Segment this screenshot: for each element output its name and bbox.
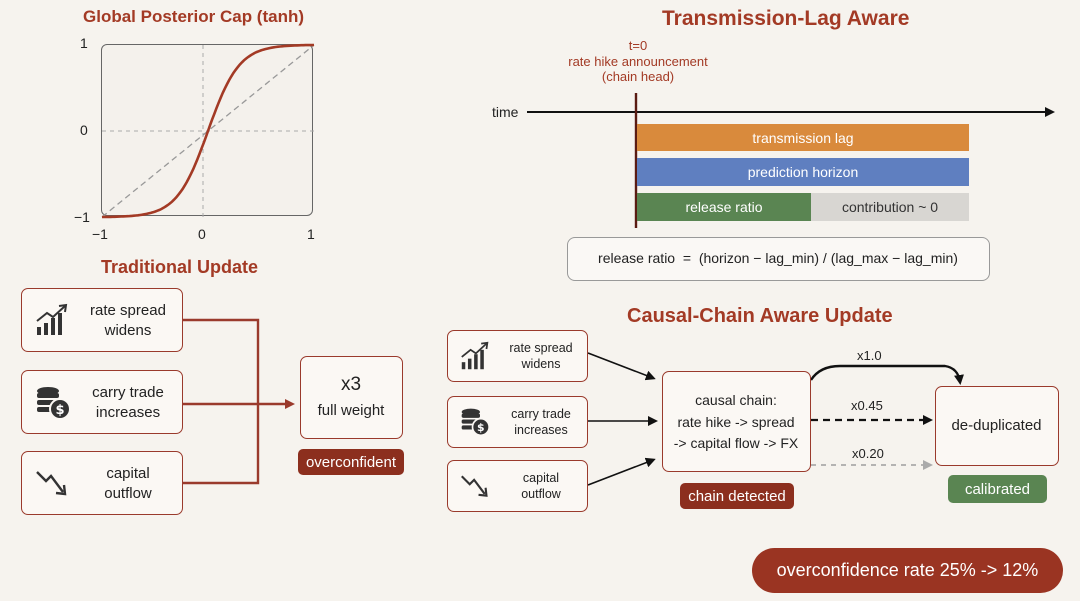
trad-input-3-line1: capital — [106, 465, 150, 482]
tanh-x-tick-right: 1 — [307, 226, 315, 242]
tanh-plot — [101, 43, 315, 219]
trad-result-box: x3 full weight — [300, 356, 403, 439]
causal-input-carry-trade: $ carry trade increases — [447, 396, 588, 448]
svg-text:$: $ — [55, 403, 64, 418]
contribution-bar: contribution ~ 0 — [811, 193, 969, 221]
tanh-curve — [102, 43, 314, 219]
causal-chain-line1: causal chain: — [695, 392, 777, 408]
release-ratio-formula: release ratio = (horizon − lag_min) / (l… — [598, 250, 958, 266]
tanh-x-tick-mid: 0 — [198, 226, 206, 242]
trad-input-1-line2: widens — [104, 321, 152, 339]
falling-arrow-icon — [461, 475, 488, 497]
de-duplicated-label: de-duplicated — [951, 417, 1042, 434]
causal-chain-line2: rate hike -> spread — [677, 413, 795, 430]
t0-chain-head-label: (chain head) — [601, 69, 675, 85]
tanh-panel-title: Global Posterior Cap (tanh) — [83, 7, 305, 26]
t0-anchor-label: t=0 rate hike announcement (chain head) — [566, 38, 710, 85]
tanh-x-tick-left: −1 — [92, 226, 108, 242]
causal-arrow-3 — [587, 457, 656, 486]
trad-input-3-line2: outflow — [104, 484, 152, 502]
weight-label-2: x0.45 — [851, 398, 883, 413]
trad-input-1-line1: rate spread — [90, 302, 166, 319]
prediction-horizon-bar: prediction horizon — [637, 158, 969, 186]
causal-input-capital-outflow: capital outflow — [447, 460, 588, 512]
identity-line — [101, 44, 315, 218]
causal-input-3-line1: capital — [522, 471, 560, 485]
weight-label-3: x0.20 — [852, 446, 884, 461]
falling-arrow-icon — [36, 471, 67, 496]
causal-input-3-line2: outflow — [521, 487, 561, 502]
causal-title: Causal-Chain Aware Update — [627, 305, 893, 327]
calibrated-badge: calibrated — [948, 475, 1047, 503]
causal-input-rate-spread: rate spread widens — [447, 330, 588, 382]
trad-connector-top — [183, 318, 260, 404]
svg-text:$: $ — [477, 421, 485, 434]
causal-input-1-line2: widens — [521, 357, 561, 372]
trad-result-weight: full weight — [317, 401, 385, 419]
t0-label: t=0 — [628, 38, 648, 53]
trad-result-multiplier: x3 — [340, 374, 362, 395]
causal-input-1-line1: rate spread — [509, 341, 573, 355]
tanh-y-tick-mid: 0 — [80, 122, 88, 138]
trad-input-carry-trade: $ carry trade increases — [21, 370, 183, 434]
weight-arrow-1 — [809, 364, 964, 385]
causal-chain-line3: -> capital flow -> FX — [673, 435, 799, 452]
coin-stack-icon: $ — [37, 387, 71, 420]
causal-chain-box: causal chain: rate hike -> spread -> cap… — [662, 371, 811, 472]
trad-input-rate-spread: rate spread widens — [21, 288, 183, 352]
tanh-plot-frame — [101, 43, 315, 219]
causal-arrow-1 — [587, 352, 656, 381]
causal-input-2-line2: increases — [514, 423, 568, 438]
transmission-lag-bar: transmission lag — [637, 124, 969, 151]
release-ratio-bar: release ratio — [637, 193, 811, 221]
tanh-y-tick-bottom: −1 — [74, 209, 90, 225]
weight-label-1: x1.0 — [857, 348, 882, 363]
de-duplicated-box: de-duplicated — [935, 386, 1059, 466]
rising-bar-chart-icon — [461, 341, 489, 370]
t0-event-label: rate hike announcement — [568, 53, 708, 69]
traditional-title: Traditional Update — [101, 257, 259, 277]
trad-input-capital-outflow: capital outflow — [21, 451, 183, 515]
release-ratio-formula-box: release ratio = (horizon − lag_min) / (l… — [567, 237, 990, 281]
overconfident-badge: overconfident — [298, 449, 404, 475]
trad-input-2-line2: increases — [95, 403, 161, 421]
lag-title: Transmission-Lag Aware — [662, 7, 910, 30]
rising-bar-chart-icon — [36, 303, 68, 335]
trad-input-2-line1: carry trade — [92, 384, 164, 401]
causal-input-2-line1: carry trade — [511, 407, 571, 421]
time-axis-label: time — [492, 104, 519, 120]
coin-stack-icon: $ — [461, 408, 490, 437]
chain-detected-badge: chain detected — [680, 483, 794, 509]
trad-connector-bottom — [183, 404, 260, 485]
overconfidence-rate-summary: overconfidence rate 25% -> 12% — [752, 548, 1063, 593]
tanh-y-tick-top: 1 — [80, 35, 88, 51]
